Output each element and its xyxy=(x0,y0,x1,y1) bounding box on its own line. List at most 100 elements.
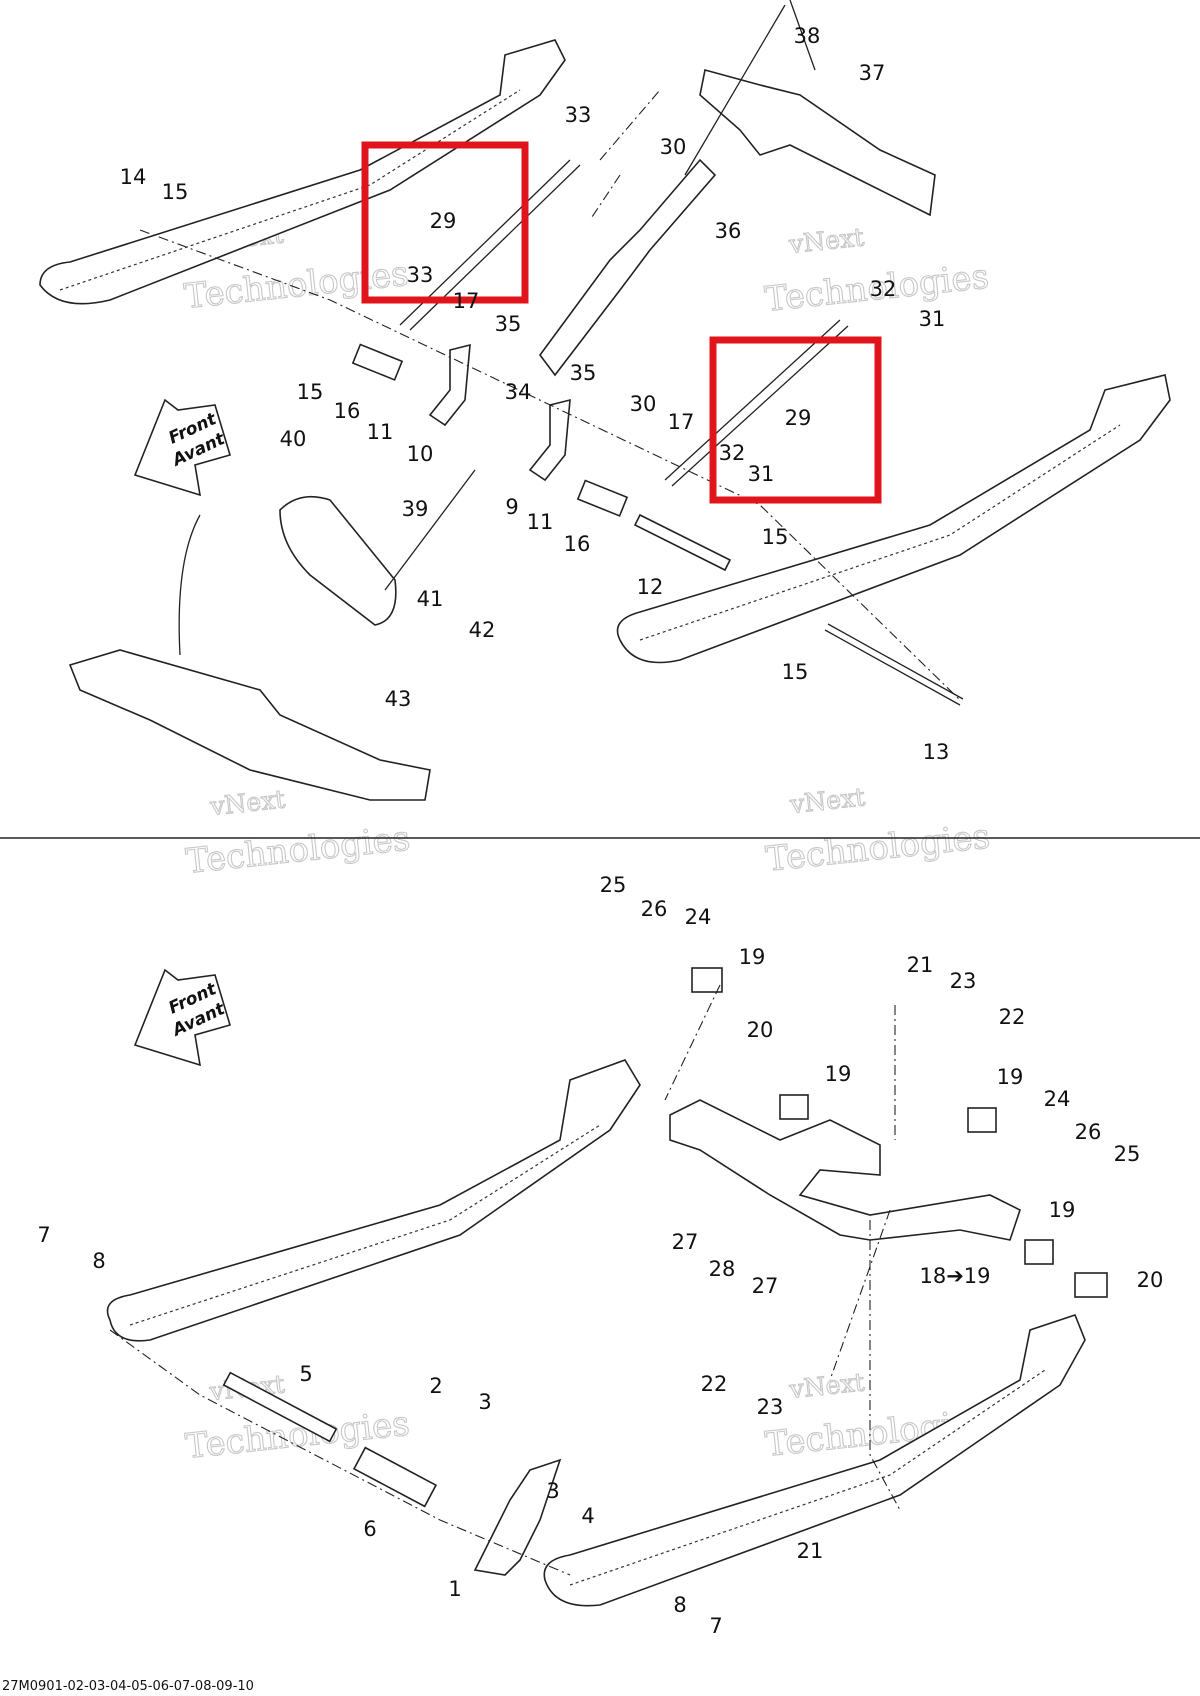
part-label: 42 xyxy=(469,618,496,642)
part-label: 2 xyxy=(429,1374,442,1398)
part-label: 21 xyxy=(797,1539,824,1563)
direction-arrow-top: Front Avant xyxy=(133,398,231,497)
reference-code: 27M0901-02-03-04-05-06-07-08-09-10 xyxy=(2,1679,254,1694)
highlight-box-rod-right xyxy=(709,336,882,504)
part-label: 27 xyxy=(752,1274,779,1298)
arm-10 xyxy=(428,343,471,427)
part-label: 12 xyxy=(637,575,664,599)
bushing-19a xyxy=(691,967,723,993)
part-label: 23 xyxy=(757,1395,784,1419)
part-label: 9 xyxy=(505,495,518,519)
part-label: 23 xyxy=(950,969,977,993)
spacer-16b xyxy=(576,479,629,517)
part-label: 3 xyxy=(546,1479,559,1503)
shaft-12 xyxy=(633,513,732,572)
centre-line-1 xyxy=(139,229,961,701)
part-label: 19 xyxy=(997,1065,1024,1089)
bushing-19d xyxy=(1024,1239,1054,1265)
part-label: 16 xyxy=(564,532,591,556)
spacer-6 xyxy=(352,1446,438,1508)
lower-centre-line-3 xyxy=(869,1220,901,1511)
bushing-20 xyxy=(1074,1272,1108,1298)
part-label: 25 xyxy=(600,873,627,897)
part-label: 13 xyxy=(923,740,950,764)
part-label: 34 xyxy=(505,380,532,404)
part-label: 19 xyxy=(825,1062,852,1086)
part-label: 15 xyxy=(782,660,809,684)
part-label: 35 xyxy=(495,312,522,336)
part-label: 19 xyxy=(1049,1198,1076,1222)
part-label: 30 xyxy=(630,392,657,416)
part-label: 20 xyxy=(1137,1268,1164,1292)
part-label: 27 xyxy=(672,1230,699,1254)
rear-crossshaft xyxy=(699,69,936,217)
part-label: 22 xyxy=(999,1005,1026,1029)
part-label: 15 xyxy=(297,380,324,404)
front-arm-ghost xyxy=(68,649,431,801)
upper-assembly-drawing xyxy=(39,0,1171,801)
left-rail-holes xyxy=(59,89,521,291)
part-label: 21 xyxy=(907,953,934,977)
part-label: 11 xyxy=(367,420,394,444)
watermark-line2: Technologies xyxy=(184,819,412,882)
front-arrow-icon xyxy=(133,968,231,1067)
part-label: 19 xyxy=(739,945,766,969)
watermark: vNext Technologies xyxy=(763,782,992,881)
part-label: 7 xyxy=(709,1614,722,1638)
lower-centre-line-1 xyxy=(109,1329,571,1576)
part-label: 11 xyxy=(527,510,554,534)
right-slide-rail xyxy=(616,374,1171,664)
part-label: 32 xyxy=(719,441,746,465)
part-label: 40 xyxy=(280,427,307,451)
part-label: 7 xyxy=(37,1223,50,1247)
part-label: 3 xyxy=(478,1390,491,1414)
watermark: vNext Technologies xyxy=(762,222,991,321)
part-label: 33 xyxy=(407,263,434,287)
part-label: 18➔19 xyxy=(919,1264,990,1288)
centre-line-2 xyxy=(589,89,661,221)
part-label: 29 xyxy=(785,406,812,430)
center-shock-absorber xyxy=(539,158,717,377)
part-label: 39 xyxy=(402,497,429,521)
part-label: 37 xyxy=(859,61,886,85)
arm-9 xyxy=(528,398,571,482)
left-slide-rail xyxy=(39,39,566,305)
watermark-line1: vNext xyxy=(788,782,867,819)
watermark-line1: vNext xyxy=(787,1367,866,1404)
rod-right xyxy=(664,319,849,487)
part-label: 31 xyxy=(919,307,946,331)
part-label: 20 xyxy=(747,1018,774,1042)
part-label: 24 xyxy=(1044,1087,1071,1111)
part-label: 16 xyxy=(334,399,361,423)
leader-arrow-1 xyxy=(178,514,201,656)
part-label: 26 xyxy=(1075,1120,1102,1144)
part-label: 6 xyxy=(363,1517,376,1541)
bracket-1 xyxy=(473,1458,562,1576)
part-label: 14 xyxy=(120,165,147,189)
part-label: 38 xyxy=(794,24,821,48)
part-label: 17 xyxy=(668,410,695,434)
rod-left xyxy=(399,159,581,331)
spacer-5 xyxy=(222,1371,338,1443)
part-label: 32 xyxy=(870,277,897,301)
long-bolt-13 xyxy=(824,623,964,706)
part-label: 31 xyxy=(748,462,775,486)
part-label: 30 xyxy=(660,135,687,159)
part-label: 17 xyxy=(453,289,480,313)
part-label: 22 xyxy=(701,1372,728,1396)
rear-arm-18 xyxy=(669,1099,1021,1241)
part-label: 29 xyxy=(430,209,457,233)
part-label: 41 xyxy=(417,587,444,611)
part-label: 15 xyxy=(162,180,189,204)
part-label: 25 xyxy=(1114,1142,1141,1166)
highlight-box-rod-left xyxy=(361,141,529,304)
watermark-line2: Technologies xyxy=(182,254,410,317)
part-label: 28 xyxy=(709,1257,736,1281)
right-rail-holes xyxy=(639,424,1121,641)
part-label: 26 xyxy=(641,897,668,921)
part-label: 36 xyxy=(715,219,742,243)
part-label: 24 xyxy=(685,905,712,929)
part-label: 8 xyxy=(673,1593,686,1617)
lower-left-rail-holes xyxy=(129,1124,601,1326)
